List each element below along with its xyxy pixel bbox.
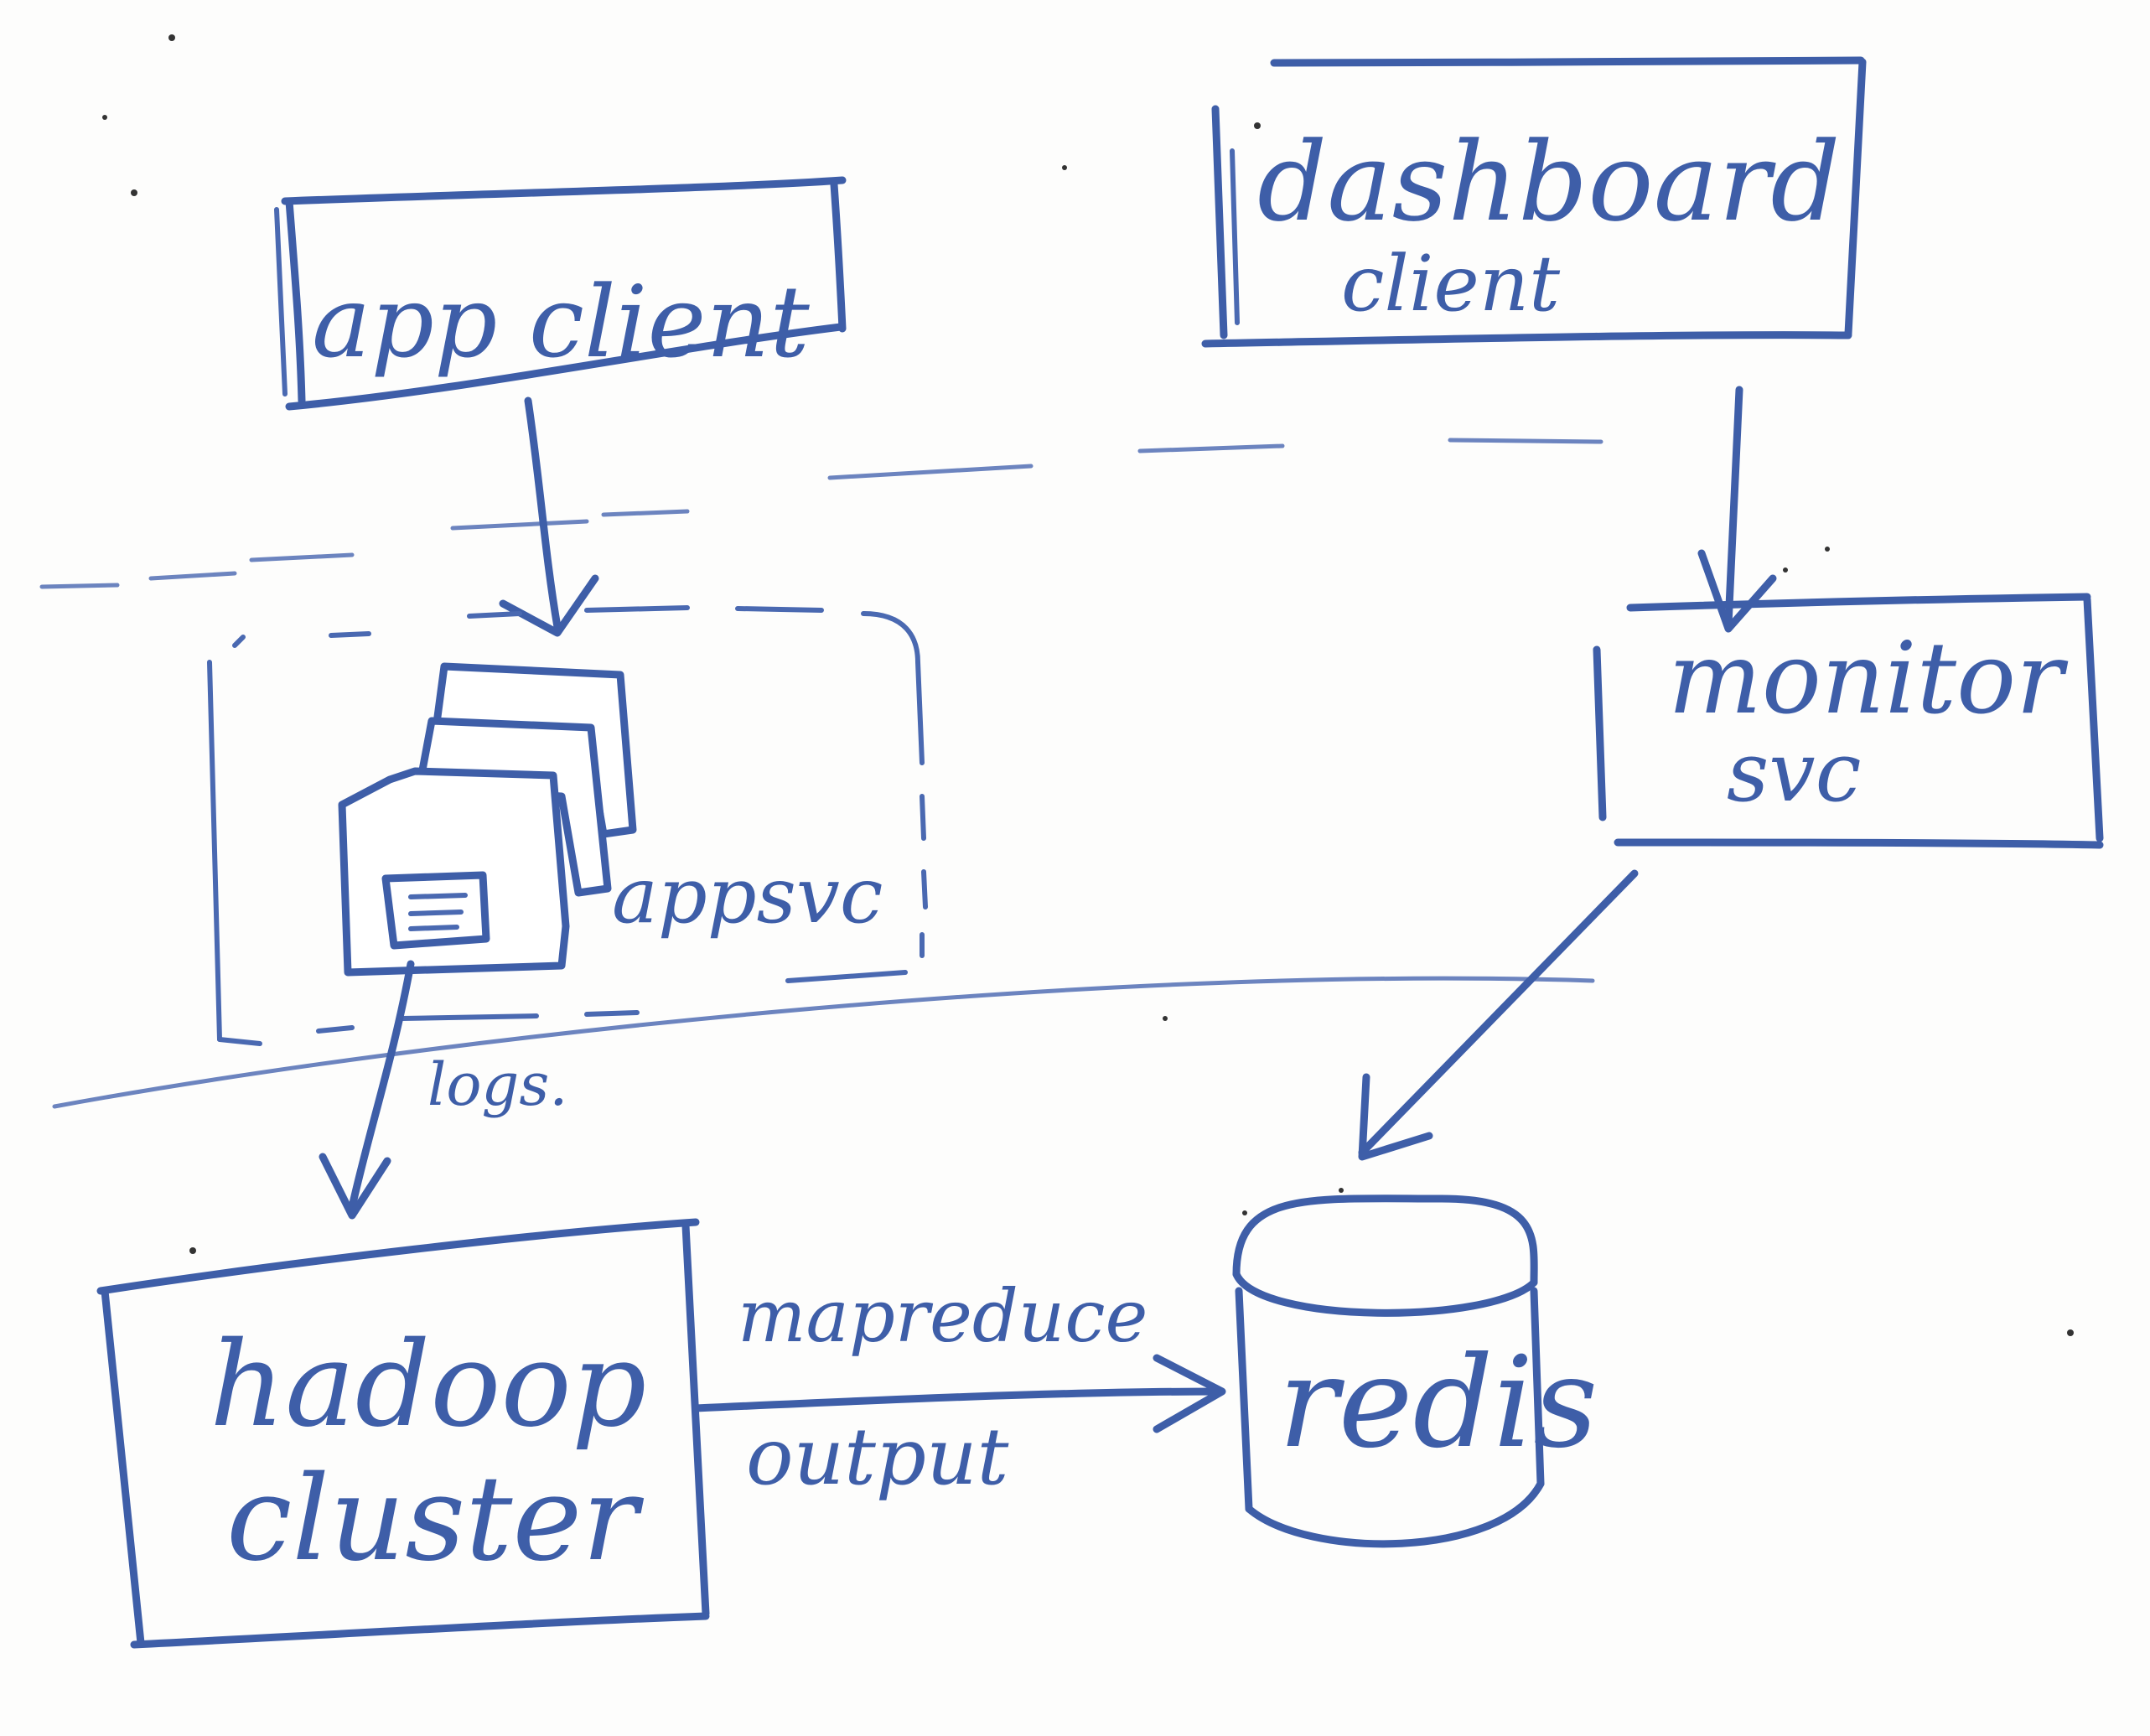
redis-database: redis — [1232, 1194, 1598, 1548]
arrow-dashboard-to-monitor — [1697, 386, 1777, 633]
dashboard-client-label-line1: dashboard — [1257, 118, 1841, 246]
arrow-monitor-to-redis — [1358, 869, 1639, 1161]
boundary-separator-lower — [52, 976, 1595, 1109]
app-client-label: app client — [312, 264, 810, 380]
mapreduce-label-line2: output — [746, 1412, 1009, 1503]
mapreduce-label-line1: mapreduce — [738, 1275, 1148, 1359]
appsvc-label: appsvc — [612, 851, 883, 941]
hadoop-cluster-label-line2: cluster — [226, 1451, 644, 1588]
arrow-mapreduce-to-redis: mapreduce output — [692, 1275, 1226, 1503]
monitor-svc-label-line2: svc — [1727, 725, 1862, 821]
dashboard-client-box: dashboard client — [1201, 56, 1867, 348]
monitor-svc-label-line1: monitor — [1668, 620, 2069, 736]
hadoop-cluster-box: hadoop cluster — [96, 1218, 710, 1649]
monitor-svc-box: monitor svc — [1593, 593, 2104, 849]
hadoop-cluster-label-line1: hadoop — [210, 1317, 646, 1454]
arrow-app-client-to-appsvc — [499, 396, 599, 637]
app-client-box: app client — [274, 176, 847, 411]
redis-label: redis — [1278, 1330, 1598, 1476]
whiteboard-specks — [102, 34, 2074, 1336]
dashboard-client-label-line2: client — [1341, 239, 1561, 329]
arrow-logs-to-hadoop: logs. — [319, 960, 568, 1220]
appsvc-instances: appsvc — [338, 662, 883, 977]
appsvc-dashed-container — [207, 605, 928, 1046]
boundary-separator-upper — [39, 438, 1603, 589]
logs-label: logs. — [427, 1050, 568, 1119]
